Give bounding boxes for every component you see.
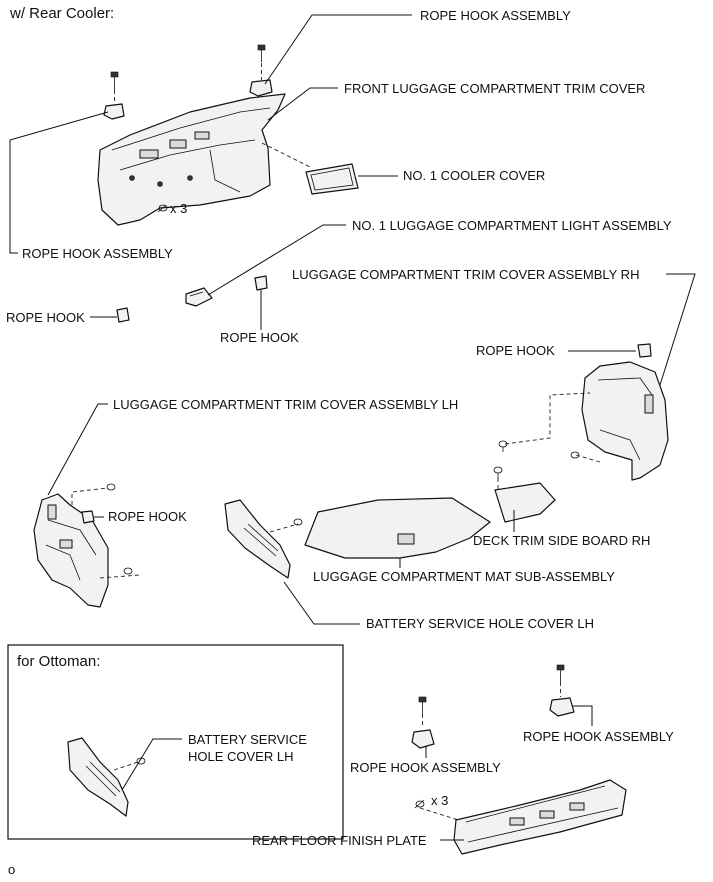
label-trim-cover-rh: LUGGAGE COMPARTMENT TRIM COVER ASSEMBLY …	[292, 267, 639, 282]
inset-title: for Ottoman:	[17, 653, 100, 670]
leader-line	[9, 111, 109, 254]
no1-cooler-cover	[305, 163, 359, 195]
leader-line	[659, 273, 696, 386]
clip-icon	[493, 466, 503, 479]
clip-icon	[157, 204, 168, 213]
label-rope-hook-center: ROPE HOOK	[220, 330, 299, 345]
label-rear-floor-finish-plate: REAR FLOOR FINISH PLATE	[252, 833, 427, 848]
luggage-trim-cover-rh	[581, 361, 669, 481]
front-luggage-trim-cover	[97, 93, 286, 226]
footer-code: o	[8, 862, 15, 877]
rope-hook-assembly-top	[249, 79, 273, 97]
label-trim-cover-lh: LUGGAGE COMPARTMENT TRIM COVER ASSEMBLY …	[113, 397, 458, 412]
rope-hook-left	[116, 307, 130, 323]
label-rope-hook-lh: ROPE HOOK	[108, 509, 187, 524]
clip-icon	[498, 440, 508, 452]
leader-line	[572, 705, 593, 726]
bolt-icon	[556, 664, 565, 682]
leader-line	[283, 581, 360, 625]
leader-line	[264, 14, 412, 85]
clip-icon	[106, 483, 116, 491]
clip-icon	[570, 451, 580, 459]
rope-hook-assembly-bottom-center	[411, 729, 435, 749]
clip-icon	[414, 799, 425, 809]
rope-hook-assembly-left	[103, 103, 125, 120]
qty-label-lower: x 3	[431, 793, 448, 808]
rope-hook-lh	[81, 510, 95, 524]
label-rope-hook-assembly-left: ROPE HOOK ASSEMBLY	[22, 246, 173, 261]
leader-line	[47, 403, 108, 496]
label-rope-hook-assembly-bottom-right: ROPE HOOK ASSEMBLY	[523, 729, 674, 744]
clip-icon	[123, 567, 133, 575]
label-battery-cover-lh: BATTERY SERVICE HOLE COVER LH	[366, 616, 594, 631]
leader-line	[121, 738, 182, 791]
label-deck-trim-side-board-rh: DECK TRIM SIDE BOARD RH	[473, 533, 650, 548]
clip-icon	[293, 518, 303, 526]
label-rope-hook-assembly-bottom-center: ROPE HOOK ASSEMBLY	[350, 760, 501, 775]
rope-hook-right	[637, 343, 652, 358]
rope-hook-assembly-bottom-right	[549, 697, 575, 717]
luggage-trim-cover-lh	[33, 493, 109, 608]
leader-line	[207, 224, 346, 296]
inset-battery-service-hole-cover-lh	[67, 737, 129, 817]
label-inset-battery-line2: HOLE COVER LH	[188, 749, 293, 764]
label-rope-hook-right: ROPE HOOK	[476, 343, 555, 358]
luggage-compartment-mat	[304, 497, 491, 559]
rope-hook-center	[254, 275, 268, 291]
bolt-icon	[110, 71, 119, 90]
qty-label-upper: x 3	[170, 201, 187, 216]
inset-box-ottoman	[7, 644, 344, 840]
no1-luggage-light-assembly	[185, 287, 213, 307]
battery-service-hole-cover-lh	[224, 499, 291, 579]
label-no1-cooler-cover: NO. 1 COOLER COVER	[403, 168, 545, 183]
bolt-icon	[257, 44, 266, 62]
rear-floor-finish-plate	[453, 779, 627, 855]
header-title: w/ Rear Cooler:	[9, 5, 114, 22]
label-rope-hook-assembly-top: ROPE HOOK ASSEMBLY	[420, 8, 571, 23]
label-luggage-mat: LUGGAGE COMPARTMENT MAT SUB-ASSEMBLY	[313, 569, 615, 584]
label-inset-battery-line1: BATTERY SERVICE	[188, 732, 307, 747]
label-rope-hook-left: ROPE HOOK	[6, 310, 85, 325]
bolt-icon	[418, 696, 427, 714]
leader-line	[267, 87, 338, 121]
label-front-luggage-trim-cover: FRONT LUGGAGE COMPARTMENT TRIM COVER	[344, 81, 645, 96]
deck-trim-side-board-rh	[494, 482, 556, 523]
label-no1-light-assembly: NO. 1 LUGGAGE COMPARTMENT LIGHT ASSEMBLY	[352, 218, 672, 233]
